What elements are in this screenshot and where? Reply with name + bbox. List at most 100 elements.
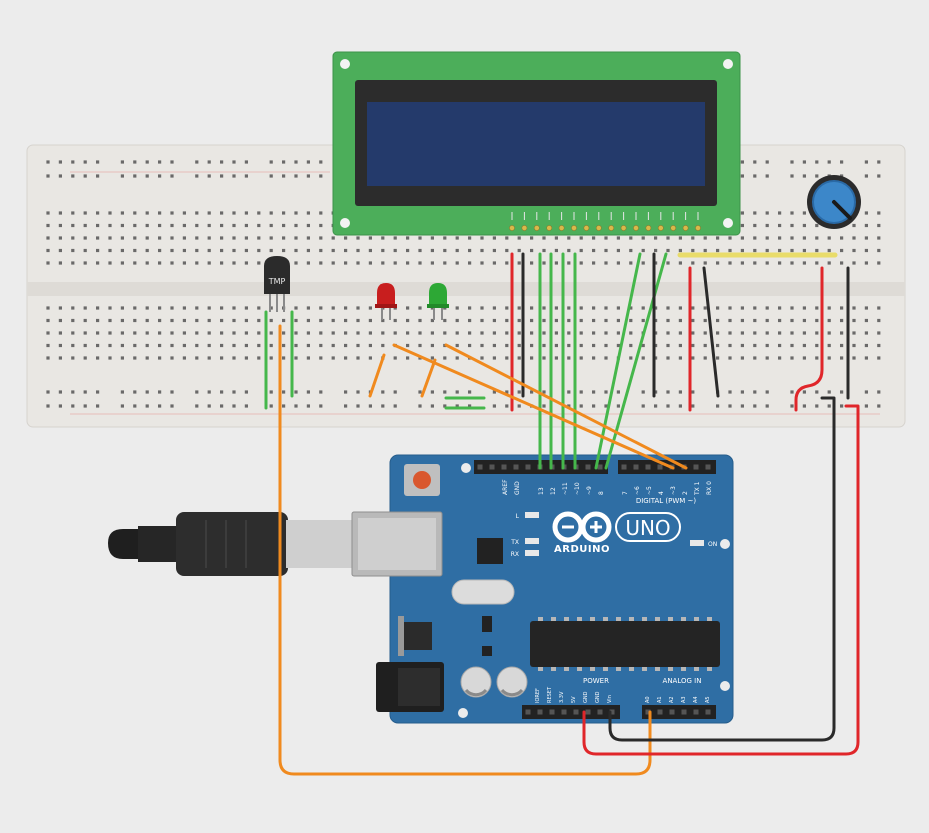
lcd-display[interactable] [332, 51, 741, 236]
breadboard-hole [257, 331, 261, 335]
breadboard-hole [133, 318, 137, 323]
breadboard-hole [306, 223, 310, 228]
breadboard-hole [579, 390, 583, 394]
header-pin[interactable] [489, 464, 495, 470]
header-pin[interactable] [525, 709, 531, 715]
wire-red[interactable] [794, 266, 824, 412]
wire-orange-sensor-signal[interactable] [278, 324, 652, 776]
header-pin[interactable] [585, 709, 591, 715]
header-pin[interactable] [657, 709, 663, 715]
wire-black[interactable] [702, 266, 720, 398]
breadboard-hole [604, 404, 608, 408]
breadboard-hole [282, 223, 286, 228]
breadboard-hole [877, 356, 881, 360]
breadboard-hole [406, 236, 410, 240]
breadboard-hole [877, 236, 881, 240]
breadboard-hole [96, 343, 100, 348]
breadboard-hole [83, 211, 87, 215]
header-pin[interactable] [621, 464, 627, 470]
header-pin[interactable] [705, 709, 711, 715]
header-pin[interactable] [573, 709, 579, 715]
breadboard-hole [703, 236, 707, 240]
header-pin[interactable] [609, 709, 615, 715]
breadboard-hole [381, 390, 385, 394]
header-pin[interactable] [585, 464, 591, 470]
breadboard-hole [815, 356, 819, 360]
breadboard-hole [443, 236, 447, 240]
breadboard-hole [716, 343, 720, 348]
header-pin[interactable] [645, 709, 651, 715]
breadboard-hole [381, 236, 385, 240]
usb-cable[interactable] [108, 512, 354, 576]
breadboard-hole [815, 261, 819, 265]
header-pin[interactable] [561, 709, 567, 715]
breadboard-hole [368, 356, 372, 360]
breadboard-hole [765, 248, 769, 253]
breadboard-hole [517, 248, 521, 253]
header-pin[interactable] [597, 464, 603, 470]
breadboard-hole [455, 248, 459, 253]
breadboard-hole [319, 174, 323, 178]
wire-orange[interactable] [420, 358, 437, 398]
breadboard-hole [133, 261, 137, 265]
breadboard-hole [430, 356, 434, 360]
wire-orange[interactable] [392, 343, 675, 470]
breadboard-hole [306, 343, 310, 348]
header-pin[interactable] [525, 464, 531, 470]
potentiometer[interactable] [807, 175, 861, 229]
breadboard-hole [629, 236, 633, 240]
reset-button[interactable] [413, 471, 431, 489]
header-pin[interactable] [513, 464, 519, 470]
led-l-indicator [525, 512, 539, 518]
breadboard-hole [654, 343, 658, 348]
led-green[interactable] [427, 283, 449, 320]
header-pin[interactable] [537, 709, 543, 715]
header-pin[interactable] [597, 709, 603, 715]
breadboard-hole [120, 261, 124, 265]
breadboard-hole [331, 343, 335, 348]
header-pin[interactable] [549, 709, 555, 715]
breadboard-hole [83, 306, 87, 310]
wire-orange[interactable] [444, 343, 688, 470]
wire-black-gnd[interactable] [608, 396, 836, 742]
header-pin[interactable] [477, 464, 483, 470]
breadboard-hole [678, 318, 682, 323]
wire-red-5v[interactable] [582, 404, 860, 756]
breadboard-hole [579, 236, 583, 240]
temperature-sensor[interactable]: TMP [264, 256, 290, 312]
breadboard-hole [207, 236, 211, 240]
header-pin[interactable] [681, 709, 687, 715]
breadboard-hole [244, 331, 248, 335]
breadboard-hole [145, 356, 149, 360]
breadboard-hole [480, 248, 484, 253]
breadboard-hole [616, 404, 620, 408]
breadboard-hole [170, 211, 174, 215]
header-pin[interactable] [645, 464, 651, 470]
header-pin[interactable] [693, 464, 699, 470]
header-pin[interactable] [693, 709, 699, 715]
breadboard-hole [244, 261, 248, 265]
header-pin[interactable] [669, 709, 675, 715]
breadboard-hole [133, 343, 137, 348]
breadboard-hole [815, 390, 819, 394]
wire-orange[interactable] [368, 353, 386, 398]
breadboard-hole [294, 356, 298, 360]
breadboard-hole [220, 174, 224, 178]
breadboard-hole [294, 261, 298, 265]
header-pin[interactable] [705, 464, 711, 470]
pin-headers[interactable] [474, 460, 716, 719]
header-pin[interactable] [501, 464, 507, 470]
led-red[interactable] [375, 283, 397, 320]
breadboard-hole [232, 174, 236, 178]
breadboard-hole [232, 160, 236, 164]
wire-green[interactable] [594, 252, 642, 470]
header-pin[interactable] [633, 464, 639, 470]
breadboard-hole [381, 331, 385, 335]
breadboard-hole [753, 318, 757, 323]
arduino-uno-board[interactable]: UNO ARDUINO L TX RX ON DIGITAL (PWM ~) P… [351, 454, 734, 724]
breadboard-hole [840, 248, 844, 253]
breadboard-hole [567, 343, 571, 348]
wires[interactable] [264, 252, 860, 776]
header-pin[interactable] [657, 464, 663, 470]
